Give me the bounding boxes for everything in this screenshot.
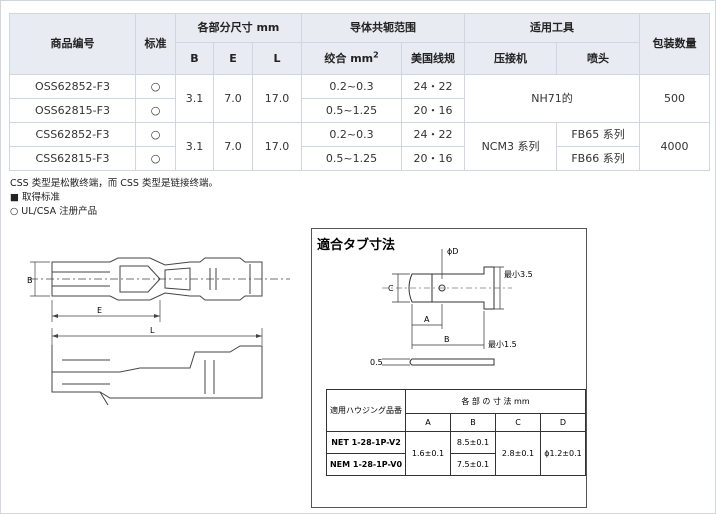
header-col-c: C bbox=[495, 413, 541, 432]
notes: CSS 类型是松散终端，而 CSS 类型是链接终端。 ■ 取得标准 ○ UL/C… bbox=[10, 177, 218, 219]
housing-dimension-table: 適用ハウジング品番 各 部 の 寸 法 mm A B C D NET 1-28-… bbox=[326, 389, 586, 476]
label-e: E bbox=[97, 306, 102, 315]
header-dimensions-mm: 各 部 の 寸 法 mm bbox=[405, 389, 586, 414]
label-b: B bbox=[444, 335, 450, 344]
standard-mark: ○ bbox=[135, 74, 176, 99]
package-qty: 500 bbox=[639, 74, 711, 123]
table-row: CSS62815-F3 ○ 0.5~1.25 20・16 FB66 系列 bbox=[9, 146, 710, 171]
part-number: OSS62852-F3 bbox=[9, 74, 136, 99]
header-dimensions: 各部分尺寸 mm bbox=[174, 13, 303, 43]
value-d: ϕ1.2±0.1 bbox=[540, 431, 586, 476]
dim-e-value: 7.0 bbox=[213, 122, 253, 171]
tab-dimension-title: 適合タブ寸法 bbox=[317, 238, 396, 253]
value-a: 1.6±0.1 bbox=[405, 431, 451, 476]
standard-mark: ○ bbox=[135, 146, 176, 171]
dim-l-value: 17.0 bbox=[251, 122, 303, 171]
label-a: A bbox=[424, 315, 430, 324]
part-number: CSS62815-F3 bbox=[9, 146, 136, 171]
awg-range: 20・16 bbox=[401, 146, 466, 171]
label-b: B bbox=[27, 276, 33, 285]
tab-drawing: ϕD C A B 最小3.5 最小1.5 0.5 bbox=[370, 247, 533, 367]
housing-name: NEM 1-28-1P-V0 bbox=[326, 453, 406, 476]
note-standard-legend: ■ 取得标准 bbox=[10, 192, 60, 203]
mm2-range: 0.2~0.3 bbox=[301, 74, 403, 99]
label-0-5: 0.5 bbox=[370, 358, 383, 367]
mm2-range: 0.2~0.3 bbox=[301, 122, 403, 147]
note-ul-csa-legend: ○ UL/CSA 注册产品 bbox=[10, 206, 98, 217]
label-phi-d: ϕD bbox=[447, 247, 458, 256]
label-min-3-5: 最小3.5 bbox=[504, 270, 533, 279]
header-package-qty: 包装数量 bbox=[639, 13, 711, 75]
awg-range: 24・22 bbox=[401, 122, 466, 147]
mm2-range: 0.5~1.25 bbox=[301, 146, 403, 171]
header-applicator: 喷头 bbox=[556, 42, 641, 75]
header-col-a: A bbox=[405, 413, 451, 432]
header-dim-b: B bbox=[175, 42, 214, 75]
table-row: NEM 1-28-1P-V0 7.5±0.1 bbox=[326, 453, 586, 476]
label-c: C bbox=[388, 284, 394, 293]
header-col-b: B bbox=[450, 413, 496, 432]
table-row: CSS62852-F3 ○ 3.1 7.0 17.0 0.2~0.3 24・22… bbox=[9, 122, 711, 171]
note-type-info: CSS 类型是松散终端，而 CSS 类型是链接终端。 bbox=[10, 178, 218, 189]
dim-l-value: 17.0 bbox=[251, 74, 303, 123]
header-dim-e: E bbox=[213, 42, 253, 75]
header-conductor-range: 导体共轭范围 bbox=[301, 13, 466, 43]
package-qty: 4000 bbox=[639, 122, 711, 171]
header-tools: 适用工具 bbox=[464, 13, 641, 43]
mm2-range: 0.5~1.25 bbox=[301, 98, 403, 123]
value-b: 8.5±0.1 bbox=[450, 431, 496, 454]
dim-b-value: 3.1 bbox=[175, 122, 214, 171]
table-row: NET 1-28-1P-V2 1.6±0.1 8.5±0.1 2.8±0.1 ϕ… bbox=[326, 431, 586, 476]
label-min-1-5: 最小1.5 bbox=[488, 340, 517, 349]
tool-value: NH71的 bbox=[464, 74, 641, 123]
value-b: 7.5±0.1 bbox=[450, 453, 496, 476]
housing-name: NET 1-28-1P-V2 bbox=[326, 431, 406, 454]
awg-range: 20・16 bbox=[401, 98, 466, 123]
crimper-value: NCM3 系列 bbox=[464, 122, 558, 171]
applicator-value: FB65 系列 bbox=[556, 122, 641, 147]
tab-dimension-panel: 適合タブ寸法 ϕD C A B 最小3.5 最小1.5 0.5 適用ハウジング品… bbox=[311, 228, 587, 508]
value-c: 2.8±0.1 bbox=[495, 431, 541, 476]
header-awg: 美国线规 bbox=[401, 42, 466, 75]
header-crimper: 压接机 bbox=[464, 42, 558, 75]
awg-range: 24・22 bbox=[401, 74, 466, 99]
header-twisted-mm2: 绞合 mm2 bbox=[301, 42, 403, 75]
terminal-drawing: B E L bbox=[27, 257, 290, 406]
spec-table: 商品编号 标准 各部分尺寸 mm 导体共轭范围 适用工具 包装数量 B E L … bbox=[9, 13, 711, 171]
dim-b-value: 3.1 bbox=[175, 74, 214, 123]
table-row: OSS62852-F3 ○ 3.1 7.0 17.0 0.2~0.3 24・22… bbox=[9, 74, 711, 123]
label-l: L bbox=[150, 326, 155, 335]
header-housing: 適用ハウジング品番 bbox=[326, 389, 406, 432]
header-col-d: D bbox=[540, 413, 586, 432]
table-row: OSS62815-F3 ○ 0.5~1.25 20・16 bbox=[9, 98, 710, 123]
applicator-value: FB66 系列 bbox=[556, 146, 641, 171]
